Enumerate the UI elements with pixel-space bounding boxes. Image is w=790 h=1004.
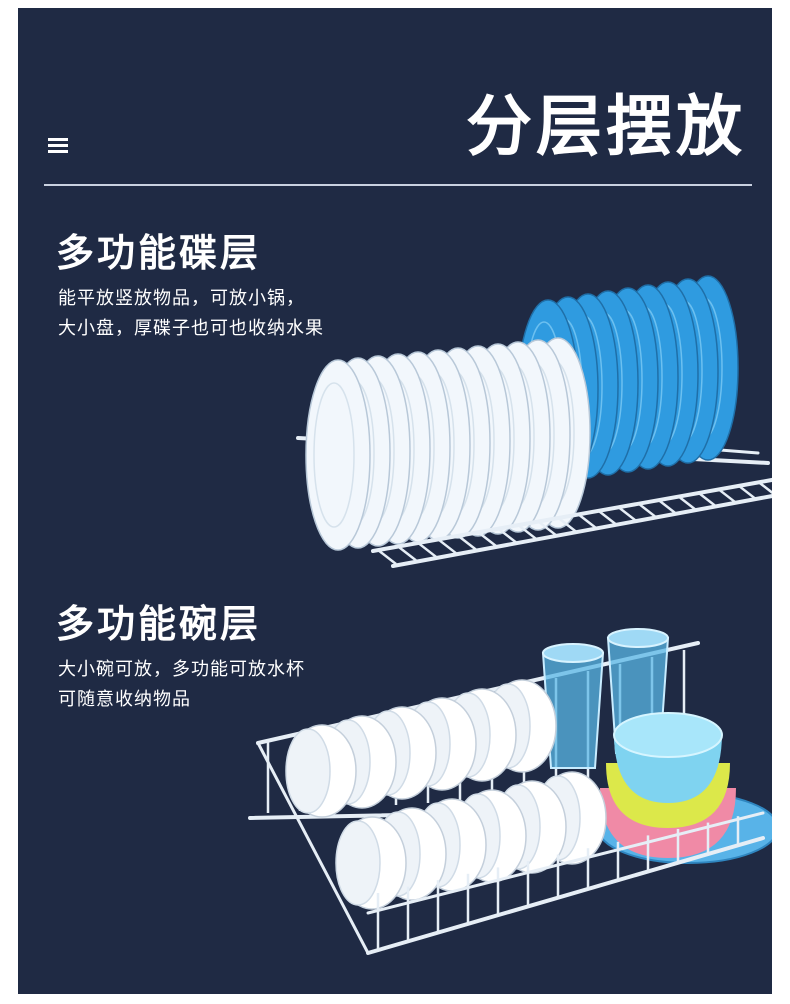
rack-wire <box>717 487 737 504</box>
rack-rail <box>366 836 765 955</box>
rack-wire <box>457 534 477 551</box>
rack-wire <box>437 538 457 555</box>
rack-wire <box>377 549 397 565</box>
rack-wire <box>477 531 497 547</box>
desc-line: 大小盘，厚碟子也可也收纳水果 <box>58 318 324 339</box>
main-title: 分层摆放 <box>466 88 746 165</box>
white-plate <box>305 359 371 551</box>
rack-wires-front <box>371 477 772 568</box>
plate-rim <box>313 382 355 528</box>
rack-wire <box>397 545 417 562</box>
rack-wire <box>657 498 677 515</box>
glass-cups-group <box>541 628 670 769</box>
rack-wire <box>677 495 697 511</box>
rack-wire <box>577 513 597 529</box>
rack-wire <box>417 541 437 558</box>
desc-line: 能平放竖放物品，可放小锅， <box>58 288 305 309</box>
rack-rail <box>391 493 772 568</box>
desc-line: 可随意收纳物品 <box>58 689 191 710</box>
rack-wire <box>617 505 637 522</box>
cup-rim <box>607 628 669 648</box>
bowls-group <box>285 679 607 910</box>
rack-wire <box>597 509 617 526</box>
desc-line: 大小碗可放，多功能可放水杯 <box>58 659 305 680</box>
section-desc-bowl-layer: 大小碗可放，多功能可放水杯 可随意收纳物品 <box>58 655 305 715</box>
cup-rim <box>542 643 604 663</box>
bowl-opening <box>285 728 331 814</box>
rack-rail <box>366 811 765 915</box>
rack-rail <box>256 741 370 955</box>
section-title-bowl-layer: 多功能碗层 <box>56 602 262 646</box>
poster-panel: 分层摆放 多功能碟层 能平放竖放物品，可放小锅， 大小盘，厚碟子也可也收纳水果 … <box>18 8 772 994</box>
rack-wire <box>737 484 757 501</box>
rack-wire <box>517 523 537 540</box>
rack-wires-front <box>256 741 765 955</box>
section-title-plate-layer: 多功能碟层 <box>56 231 262 275</box>
plate-rack-illustration <box>296 275 772 568</box>
bowl-rack-illustration <box>248 628 772 955</box>
rack-wire <box>557 516 577 533</box>
title-divider <box>44 184 752 186</box>
rack-wire <box>537 520 557 537</box>
rack-wire <box>497 527 517 544</box>
rack-wire <box>637 502 657 519</box>
rack-wire <box>757 480 772 495</box>
bowl-rim <box>613 712 723 758</box>
colored-bowls-group <box>597 712 772 864</box>
menu-icon[interactable] <box>48 138 68 154</box>
rack-wire <box>697 491 717 508</box>
section-desc-plate-layer: 能平放竖放物品，可放小锅， 大小盘，厚碟子也可也收纳水果 <box>58 284 324 344</box>
plates-group <box>305 275 739 551</box>
bowl-opening <box>335 820 381 906</box>
